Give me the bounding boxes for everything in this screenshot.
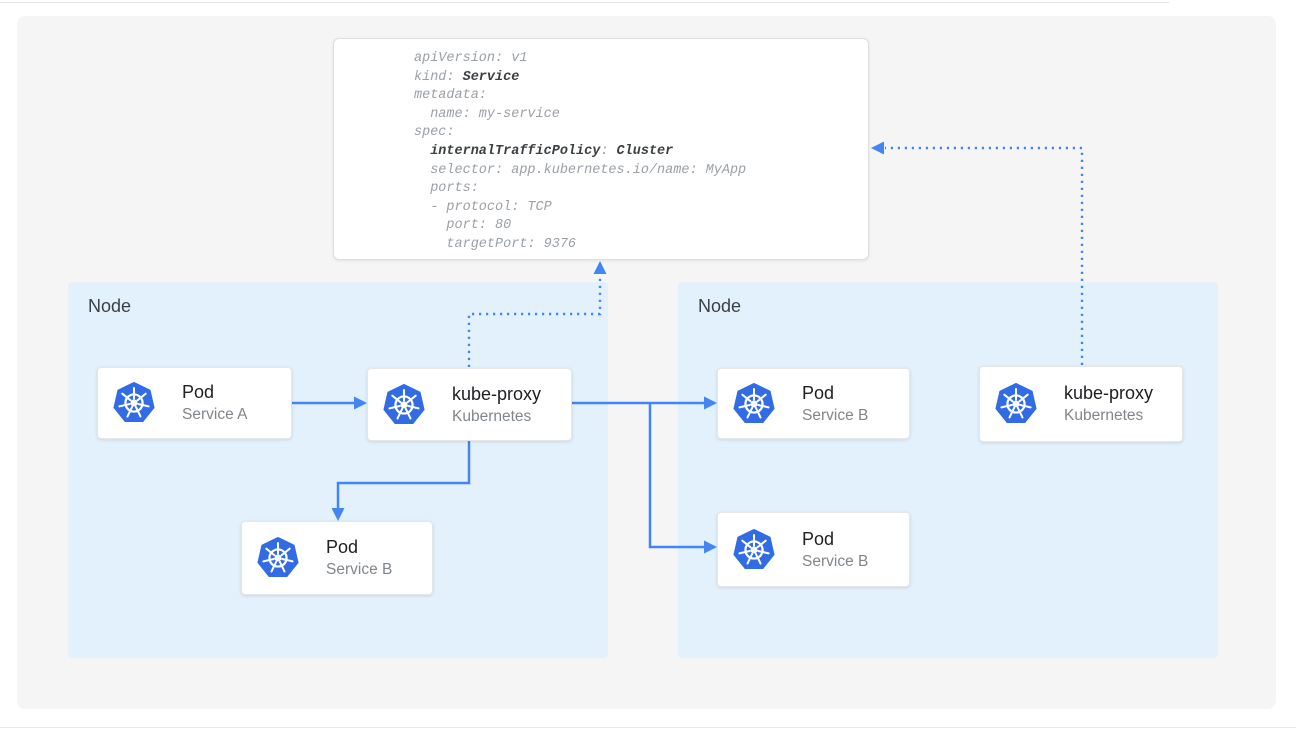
- node-label: Node: [88, 296, 132, 316]
- card-subtitle: Kubernetes: [1064, 407, 1144, 424]
- kube-proxy-card-left: kube-proxy Kubernetes: [367, 368, 572, 441]
- card-subtitle: Service B: [326, 561, 393, 578]
- kube-proxy-card-right: kube-proxy Kubernetes: [979, 366, 1183, 442]
- card-title: Pod: [802, 528, 835, 549]
- kubernetes-icon: [256, 536, 300, 580]
- card-title: Pod: [326, 537, 359, 557]
- card-title: Pod: [182, 382, 215, 402]
- pod-card-service-b-right-top: Pod Service B: [717, 368, 910, 439]
- node-box-right: Node: [678, 282, 1218, 658]
- kubernetes-icon: [994, 382, 1038, 426]
- kubernetes-icon: [382, 383, 426, 427]
- card-subtitle: Service B: [802, 406, 869, 424]
- card-subtitle: Service A: [182, 406, 248, 423]
- card-title: kube-proxy: [1064, 383, 1154, 403]
- card-subtitle: Service B: [802, 552, 869, 570]
- card-title: Pod: [802, 382, 835, 403]
- pod-card-service-b-left: Pod Service B: [241, 521, 433, 595]
- kubernetes-icon: [732, 528, 776, 572]
- node-label: Node: [698, 296, 742, 316]
- top-divider: [0, 2, 1169, 3]
- pod-card-service-a: Pod Service A: [97, 367, 292, 439]
- card-title: kube-proxy: [452, 383, 542, 404]
- pod-card-service-b-right-bottom: Pod Service B: [717, 512, 910, 587]
- card-subtitle: Kubernetes: [452, 407, 532, 425]
- kubernetes-icon: [732, 382, 776, 426]
- kubernetes-icon: [112, 381, 156, 425]
- bottom-divider: [0, 727, 1296, 728]
- node-box-left: Node: [68, 282, 608, 658]
